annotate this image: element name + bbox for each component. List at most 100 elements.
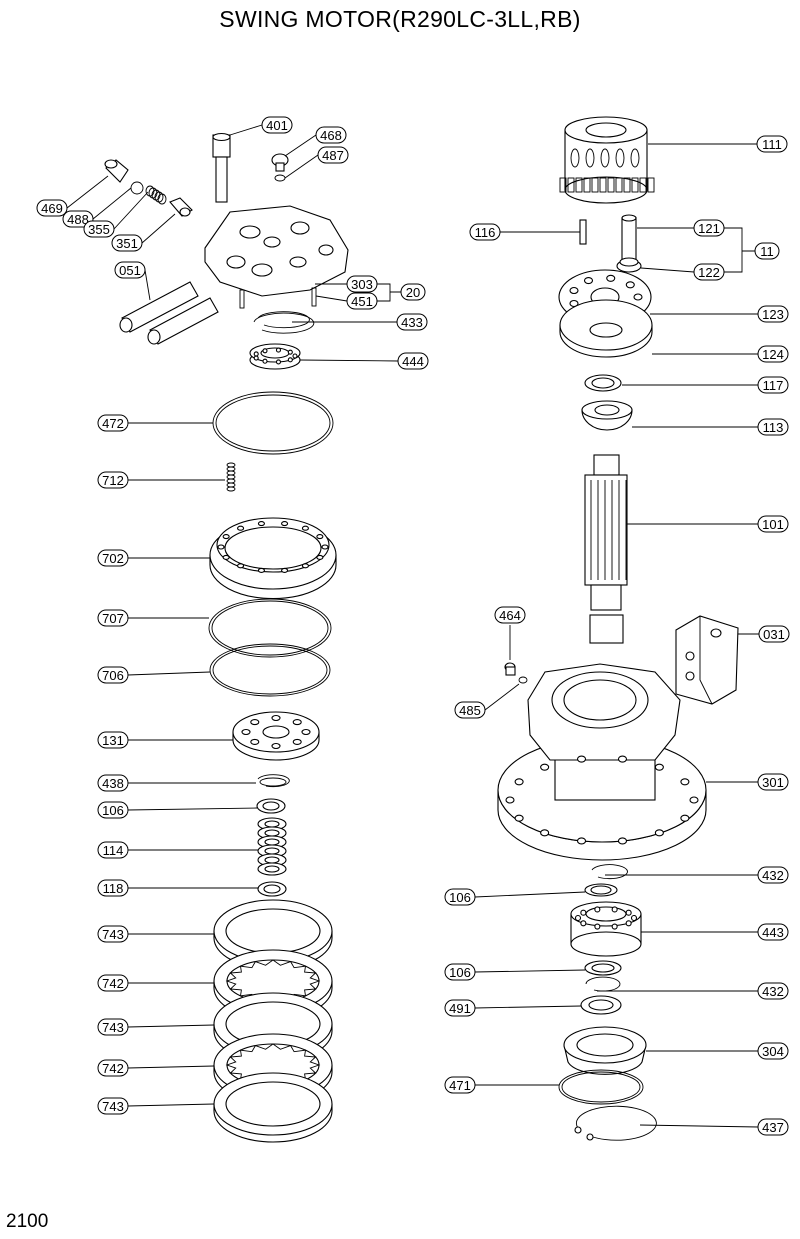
callout-label: 472: [102, 416, 124, 431]
part-callout-351: 351: [111, 234, 143, 252]
part-callout-438: 438: [97, 774, 129, 792]
piston-121: [621, 214, 637, 261]
spring-114: [257, 817, 287, 876]
leader-line-051: [144, 269, 151, 301]
diagram-title: SWING MOTOR(R290LC-3LL,RB): [219, 6, 581, 32]
leader-line-491: [474, 1005, 582, 1009]
part-callout-124: 124: [757, 345, 789, 363]
part-callout-117: 117: [757, 376, 789, 394]
valve-block-031: [675, 615, 739, 705]
leader-line-743: [127, 1024, 215, 1028]
snap-ring-433: [253, 311, 315, 334]
leader-line-106: [474, 891, 586, 898]
part-callout-432: 432: [757, 982, 789, 1000]
part-callout-303: 303: [346, 275, 378, 293]
leader-line-488: [92, 187, 132, 220]
leader-line-469: [66, 175, 109, 209]
bearing-444: [249, 343, 301, 370]
callout-label: 444: [402, 354, 424, 369]
leader-line-742: [127, 1065, 215, 1069]
part-callout-742: 742: [97, 1059, 129, 1077]
part-callout-491: 491: [444, 999, 476, 1017]
callout-tags-layer: 4014684874694883553510513034512043344447…: [36, 116, 790, 1136]
callout-label: 118: [103, 881, 124, 896]
callout-label: 116: [475, 225, 496, 240]
callout-label: 488: [67, 212, 89, 227]
spring-712: [226, 462, 236, 492]
part-callout-471: 471: [444, 1076, 476, 1094]
ball-guide-113: [581, 400, 633, 431]
page-number: 2100: [6, 1211, 49, 1232]
callout-label: 432: [762, 984, 784, 999]
callout-label: 743: [102, 1099, 124, 1114]
leader-line-444: [299, 359, 399, 362]
part-callout-712: 712: [97, 471, 129, 489]
oring-487: [274, 174, 286, 182]
part-callout-301: 301: [757, 773, 789, 791]
part-callout-031: 031: [758, 625, 790, 643]
bracket-assembly-11: [724, 227, 755, 273]
part-callout-11: 11: [754, 242, 780, 260]
part-callout-433: 433: [396, 313, 428, 331]
callout-label: 743: [102, 1020, 124, 1035]
callout-label: 712: [102, 473, 124, 488]
spring-355: [145, 185, 167, 205]
part-callout-118: 118: [97, 879, 129, 897]
part-callout-355: 355: [83, 220, 115, 238]
shoe-plate-124: [559, 299, 653, 358]
bearing-443: [570, 901, 642, 957]
callout-label: 438: [102, 776, 124, 791]
callout-label: 301: [762, 775, 784, 790]
shoe-122: [616, 257, 642, 273]
leader-line-437: [639, 1124, 759, 1128]
part-callout-116: 116: [469, 223, 501, 241]
leader-line-485: [484, 683, 520, 711]
plug-468: [271, 153, 289, 172]
part-callout-743: 743: [97, 925, 129, 943]
plug-464: [504, 662, 516, 676]
plug-469: [104, 159, 129, 183]
brake-piston-702: [209, 517, 337, 600]
housing-301: [497, 663, 707, 861]
snap-ring-437: [574, 1105, 657, 1141]
relief-valve-051: [119, 281, 219, 345]
callout-label: 20: [406, 285, 420, 300]
snap-ring-432b: [585, 976, 621, 992]
part-callout-743: 743: [97, 1097, 129, 1115]
part-callout-114: 114: [97, 841, 129, 859]
callout-label: 111: [762, 137, 782, 152]
callout-label: 742: [102, 1061, 124, 1076]
callout-label: 487: [322, 148, 344, 163]
part-callout-443: 443: [757, 923, 789, 941]
callout-label: 106: [449, 965, 471, 980]
leader-line-401: [229, 124, 263, 136]
callout-label: 706: [102, 668, 124, 683]
drive-shaft-101: [584, 454, 628, 644]
callout-label: 11: [760, 244, 774, 259]
callout-label: 433: [401, 315, 423, 330]
plunger-351: [169, 197, 193, 217]
part-callout-742: 742: [97, 974, 129, 992]
part-callout-051: 051: [114, 261, 146, 279]
callout-label: 303: [351, 277, 373, 292]
part-callout-111: 111: [756, 135, 788, 153]
leader-line-487: [284, 154, 319, 179]
part-callout-444: 444: [397, 352, 429, 370]
cylinder-block-111: [559, 116, 655, 204]
callout-label: 051: [119, 263, 141, 278]
callout-label: 124: [762, 347, 784, 362]
leader-lines-layer: [66, 124, 759, 1128]
part-callout-706: 706: [97, 666, 129, 684]
callout-label: 114: [103, 843, 124, 858]
spacer-491: [580, 995, 622, 1015]
leader-line-106: [474, 969, 586, 973]
callout-label: 351: [116, 236, 138, 251]
callout-label: 101: [762, 517, 784, 532]
part-callout-113: 113: [757, 418, 789, 436]
part-callout-468: 468: [315, 126, 347, 144]
part-callout-437: 437: [757, 1118, 789, 1136]
callout-label: 471: [449, 1078, 471, 1093]
part-callout-106: 106: [444, 888, 476, 906]
callout-label: 443: [762, 925, 784, 940]
